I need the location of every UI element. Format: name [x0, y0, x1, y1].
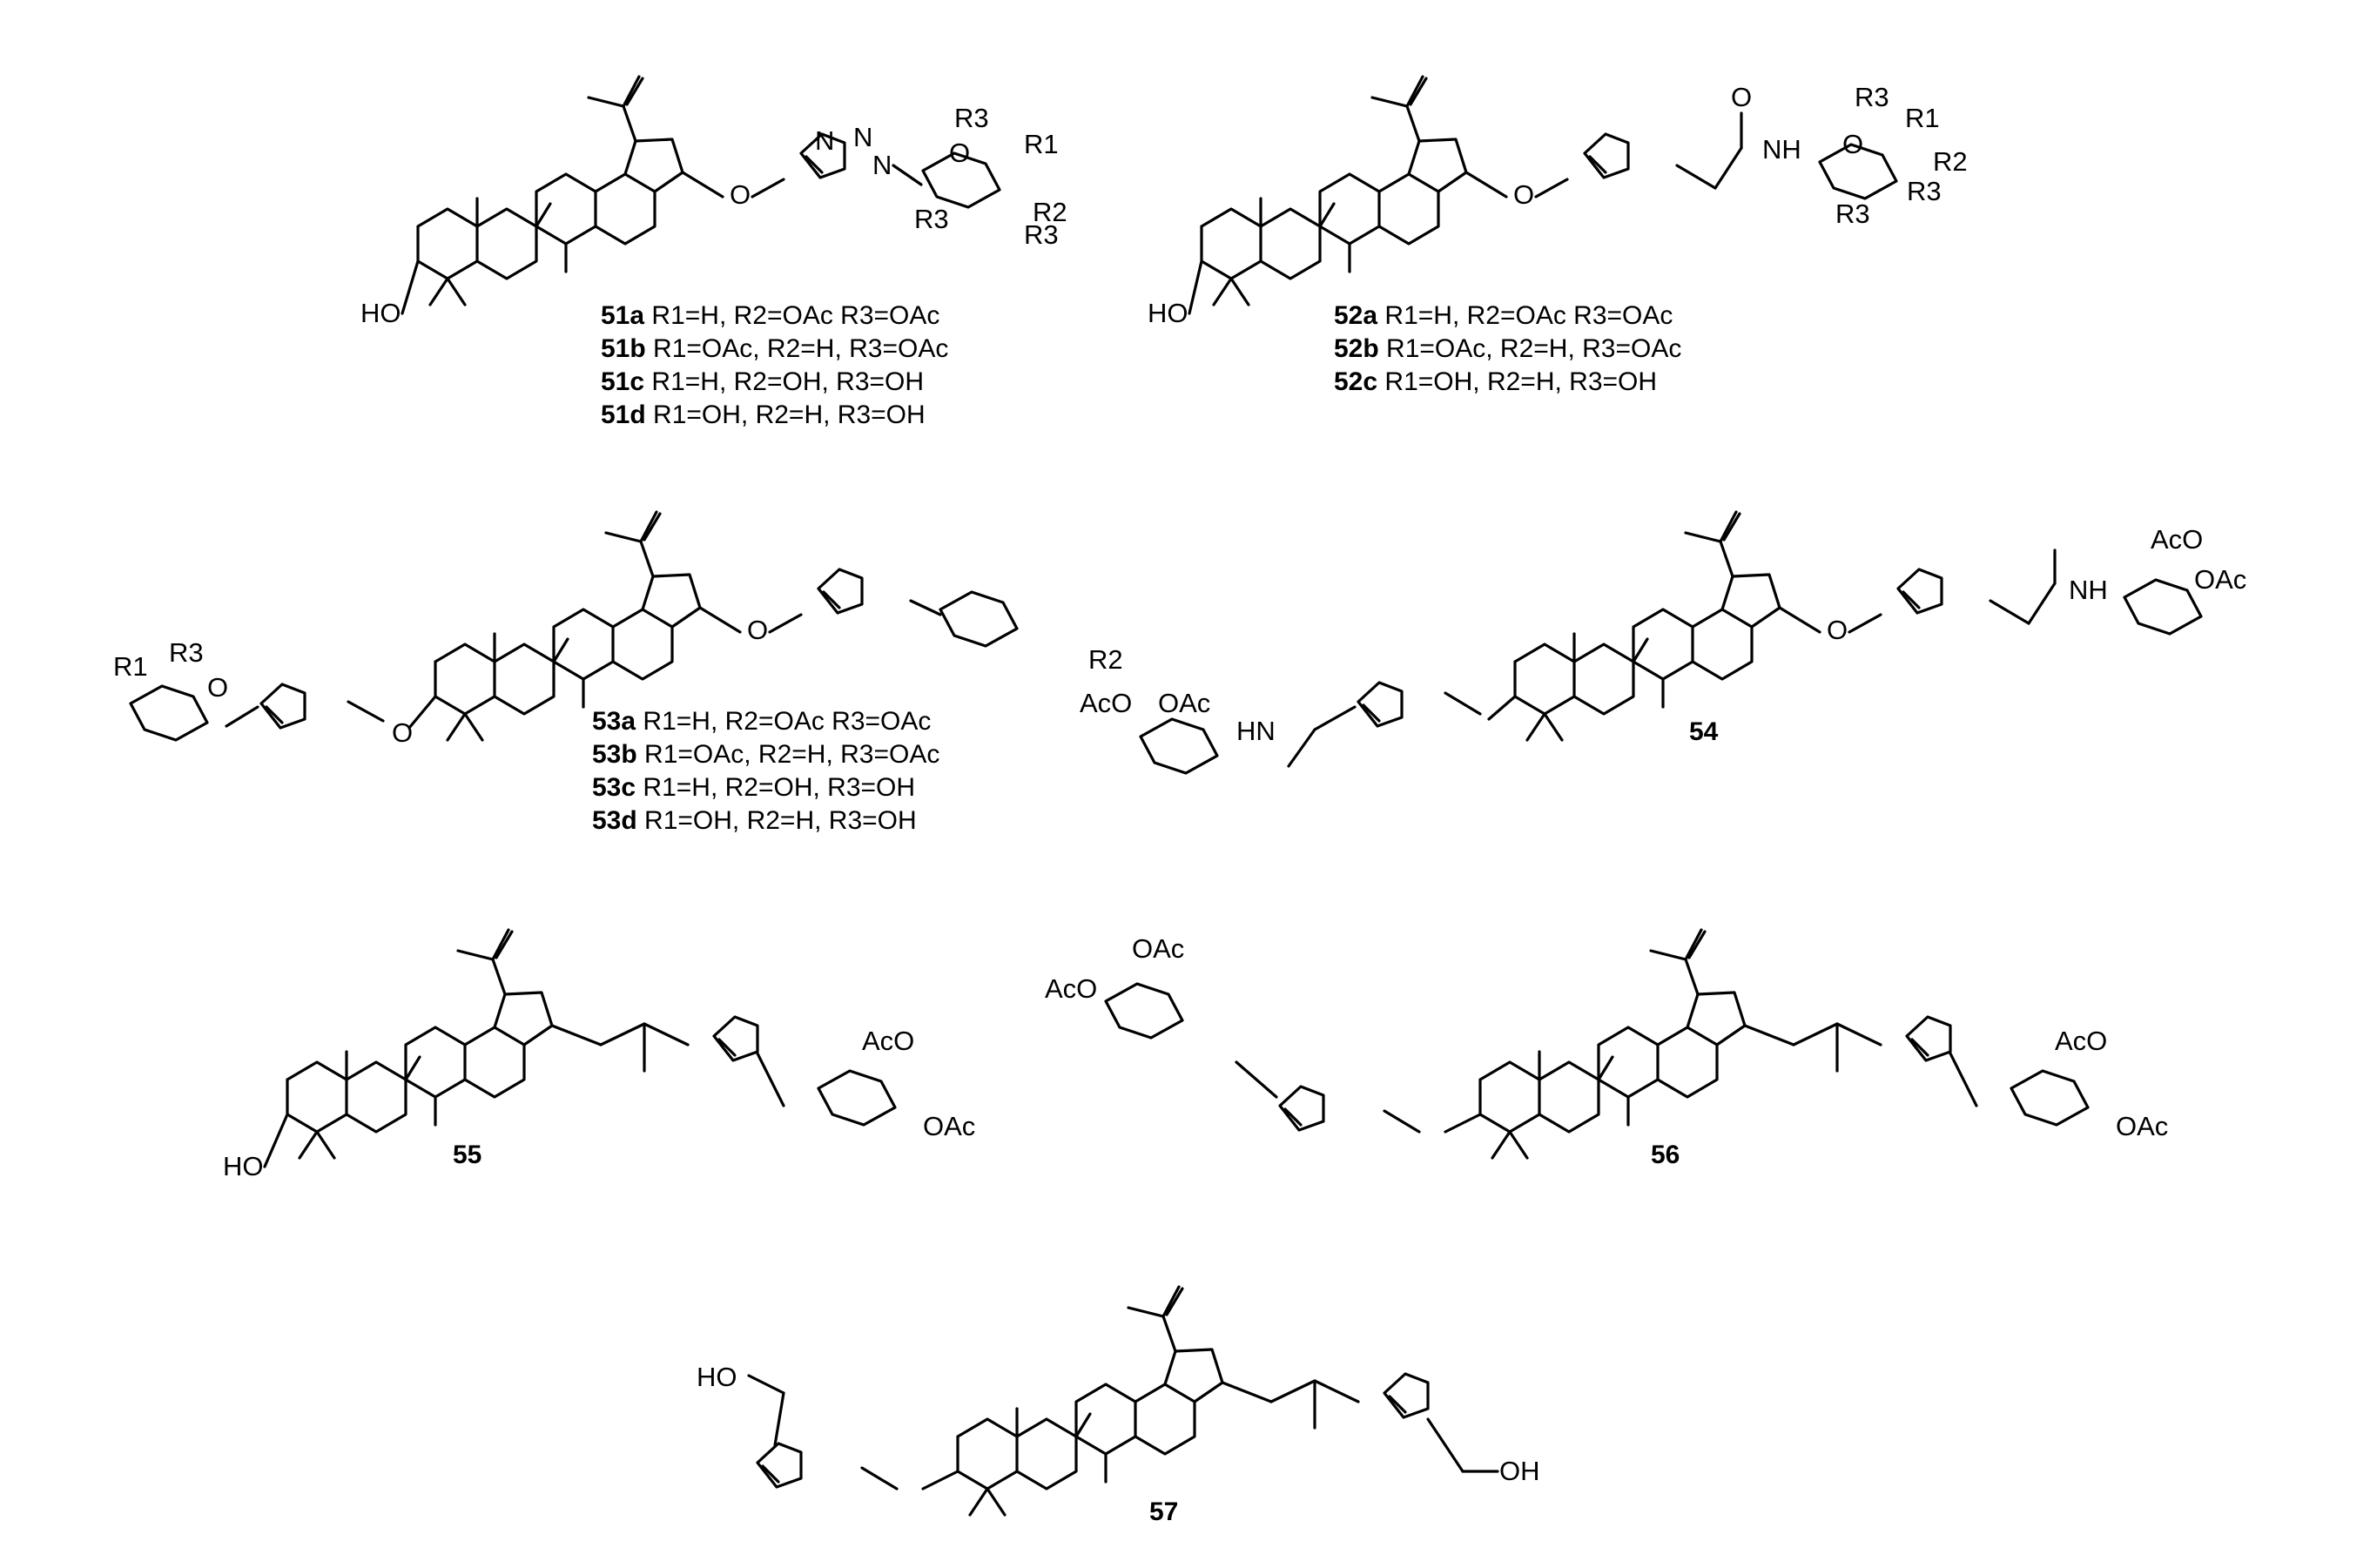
- compound-number: 52b: [1334, 334, 1379, 363]
- substituent-definition: R1=H, R2=OH, R3=OH: [643, 773, 915, 802]
- compound-number: 53c: [592, 773, 636, 802]
- compound-55: AcO OAc HO 55: [223, 928, 975, 1181]
- substituent-definition: R1=H, R2=OAc R3=OAc: [651, 301, 939, 330]
- hydroxyl-label: HO: [223, 1151, 264, 1181]
- svg-text:53d R1=OH, R2=H, R3=OH: 53d R1=OH, R2=H, R3=OH: [592, 806, 917, 835]
- substituent-definition: R1=OAc, R2=H, R3=OAc: [644, 740, 939, 769]
- aco-label: AcO: [1080, 688, 1132, 718]
- svg-text:52a R1=H, R2=OAc R3=OAc: 52a R1=H, R2=OAc R3=OAc: [1334, 301, 1673, 330]
- triazole-n-label: N: [815, 125, 834, 156]
- svg-text:51a R1=H, R2=OAc R3=OAc: 51a R1=H, R2=OAc R3=OAc: [601, 301, 939, 330]
- compound-number: 51d: [601, 400, 646, 429]
- ether-o-label: O: [392, 717, 413, 748]
- compound-51: O N N N O R3 R1 R2 R3 R3 HO 51a R1=H, R2…: [360, 75, 1067, 429]
- compound-57: OH HO 57: [697, 1285, 1540, 1526]
- aco-label: AcO: [2151, 524, 2203, 555]
- hydroxyl-label: HO: [1148, 298, 1188, 328]
- r3-label: R3: [1835, 199, 1870, 229]
- pyranose-o-label: O: [207, 672, 228, 703]
- r1-label: R1: [1905, 103, 1940, 133]
- hydroxyl-label: HO: [360, 298, 401, 328]
- substituent-definition: R1=OH, R2=H, R3=OH: [1384, 367, 1657, 396]
- substituent-definition: R1=OAc, R2=H, R3=OAc: [653, 334, 948, 363]
- amide-nh-label: NH: [2069, 575, 2108, 605]
- oac-label: OAc: [2116, 1111, 2168, 1141]
- compound-number: 54: [1689, 717, 1719, 746]
- amide-o-label: O: [1731, 82, 1752, 112]
- svg-text:53c R1=H, R2=OH, R3=OH: 53c R1=H, R2=OH, R3=OH: [592, 773, 915, 802]
- r1-label: R1: [113, 651, 148, 682]
- ho-label: HO: [697, 1362, 737, 1392]
- r1-label: R1: [1024, 129, 1059, 159]
- amide-nh-label: NH: [1762, 134, 1801, 165]
- compound-54: O NH OAc AcO HN AcO OAc 54: [1080, 510, 2246, 775]
- substituent-definition: R1=H, R2=OH, R3=OH: [651, 367, 924, 396]
- compound-number: 53d: [592, 806, 637, 835]
- oac-label: OAc: [1132, 933, 1184, 964]
- r2-label: R2: [1933, 146, 1968, 177]
- compound-number: 52a: [1334, 301, 1377, 330]
- svg-text:53b R1=OAc, R2=H, R3=OAc: 53b R1=OAc, R2=H, R3=OAc: [592, 740, 939, 769]
- r3-label: R3: [1907, 176, 1942, 206]
- r3-label: R3: [1024, 219, 1059, 250]
- compound-number: 53a: [592, 707, 636, 736]
- r2-label: R2: [1088, 644, 1123, 675]
- ether-o-label: O: [747, 615, 768, 645]
- ether-o-label: O: [1513, 179, 1534, 210]
- aco-label: AcO: [862, 1026, 914, 1056]
- ether-o-label: O: [730, 179, 751, 210]
- compound-number: 51b: [601, 334, 646, 363]
- compound-number: 57: [1149, 1497, 1178, 1526]
- compound-53: O R2 O O R1 R3 53a R1=H, R2=OAc R3=OAc 5…: [113, 510, 1123, 835]
- r3-label: R3: [954, 103, 989, 133]
- svg-text:52b R1=OAc, R2=H, R3=OAc: 52b R1=OAc, R2=H, R3=OAc: [1334, 334, 1681, 363]
- svg-text:53a R1=H, R2=OAc R3=OAc: 53a R1=H, R2=OAc R3=OAc: [592, 707, 931, 736]
- substituent-definition: R1=H, R2=OAc R3=OAc: [643, 707, 931, 736]
- aco-label: AcO: [1045, 973, 1097, 1004]
- aco-label: AcO: [2055, 1026, 2107, 1056]
- oac-label: OAc: [923, 1111, 975, 1141]
- substituent-definition: R1=H, R2=OAc R3=OAc: [1384, 301, 1673, 330]
- r3-label: R3: [1855, 82, 1889, 112]
- compound-52: O O NH O R3 R1 R2 R3 R3 HO 52a R1=H, R2=…: [1148, 75, 1968, 396]
- ether-o-label: O: [1827, 615, 1848, 645]
- svg-text:51b R1=OAc, R2=H, R3=OAc: 51b R1=OAc, R2=H, R3=OAc: [601, 334, 948, 363]
- substituent-definition: R1=OH, R2=H, R3=OH: [653, 400, 926, 429]
- compound-number: 52c: [1334, 367, 1377, 396]
- r3-label: R3: [914, 204, 949, 234]
- compound-number: 53b: [592, 740, 637, 769]
- oac-label: OAc: [2194, 564, 2246, 595]
- svg-text:51d R1=OH, R2=H, R3=OH: 51d R1=OH, R2=H, R3=OH: [601, 400, 926, 429]
- hn-label: HN: [1236, 716, 1276, 746]
- r2-label: R2: [1033, 197, 1067, 227]
- pyranose-o-label: O: [1842, 129, 1863, 159]
- triazole-n-label: N: [853, 122, 872, 152]
- oac-label: OAc: [1158, 688, 1210, 718]
- substituent-definition: R1=OH, R2=H, R3=OH: [644, 806, 917, 835]
- svg-text:51c R1=H, R2=OH, R3=OH: 51c R1=H, R2=OH, R3=OH: [601, 367, 924, 396]
- substituent-definition: R1=OAc, R2=H, R3=OAc: [1386, 334, 1681, 363]
- pyranose-o-label: O: [949, 138, 970, 168]
- compound-number: 55: [453, 1141, 481, 1169]
- compound-number: 51a: [601, 301, 644, 330]
- compound-number: 56: [1651, 1141, 1680, 1169]
- r3-label: R3: [169, 637, 204, 668]
- oh-label: OH: [1499, 1456, 1540, 1486]
- svg-text:52c R1=OH, R2=H, R3=OH: 52c R1=OH, R2=H, R3=OH: [1334, 367, 1657, 396]
- compound-number: 51c: [601, 367, 644, 396]
- compound-56: AcO OAc AcO OAc 56: [1045, 928, 2168, 1169]
- triazole-n-label: N: [872, 150, 892, 180]
